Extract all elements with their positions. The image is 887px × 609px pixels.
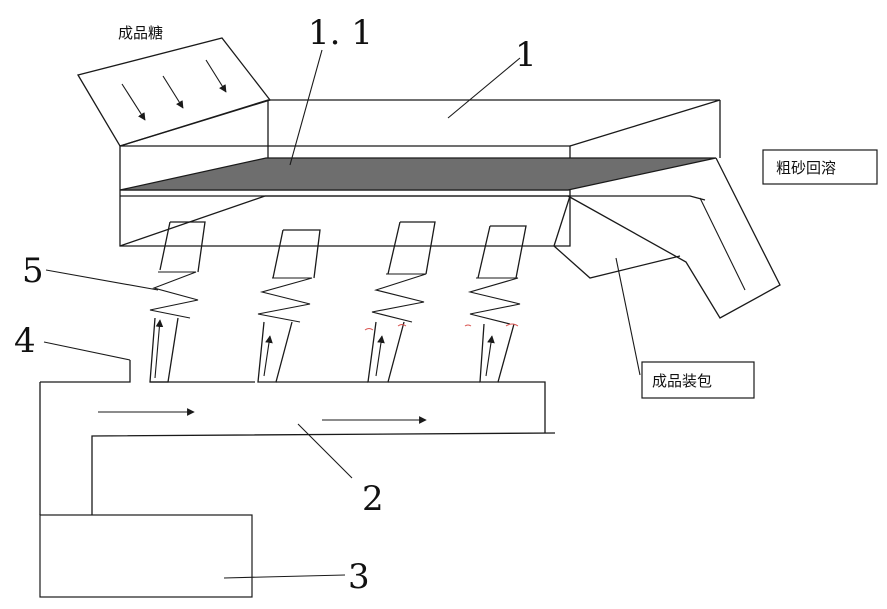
label-3: 3 [348, 557, 370, 597]
product-outlet [554, 196, 705, 278]
label-rough-sand: 粗砂回溶 [776, 159, 836, 177]
screen-plate [120, 158, 716, 190]
label-2: 2 [362, 479, 384, 519]
air-duct-2 [258, 230, 320, 382]
air-manifold [40, 360, 555, 515]
air-duct-4 [470, 226, 526, 382]
bagging-label-box: 成品装包 [642, 362, 754, 398]
label-bagging: 成品装包 [652, 372, 712, 390]
label-1: 1 [515, 35, 537, 75]
red-marks [365, 324, 518, 330]
rough-sand-label-box: 粗砂回溶 [763, 150, 877, 184]
blower-box [40, 515, 252, 597]
feed-arrow-1 [122, 84, 145, 120]
label-finished-sugar: 成品糖 [118, 24, 163, 42]
feed-arrow-3 [206, 60, 226, 92]
leader-lines [44, 50, 640, 578]
label-5: 5 [22, 251, 44, 291]
label-4: 4 [14, 321, 36, 361]
label-1-1: 1. 1 [308, 13, 373, 53]
feed-arrow-2 [163, 76, 183, 108]
